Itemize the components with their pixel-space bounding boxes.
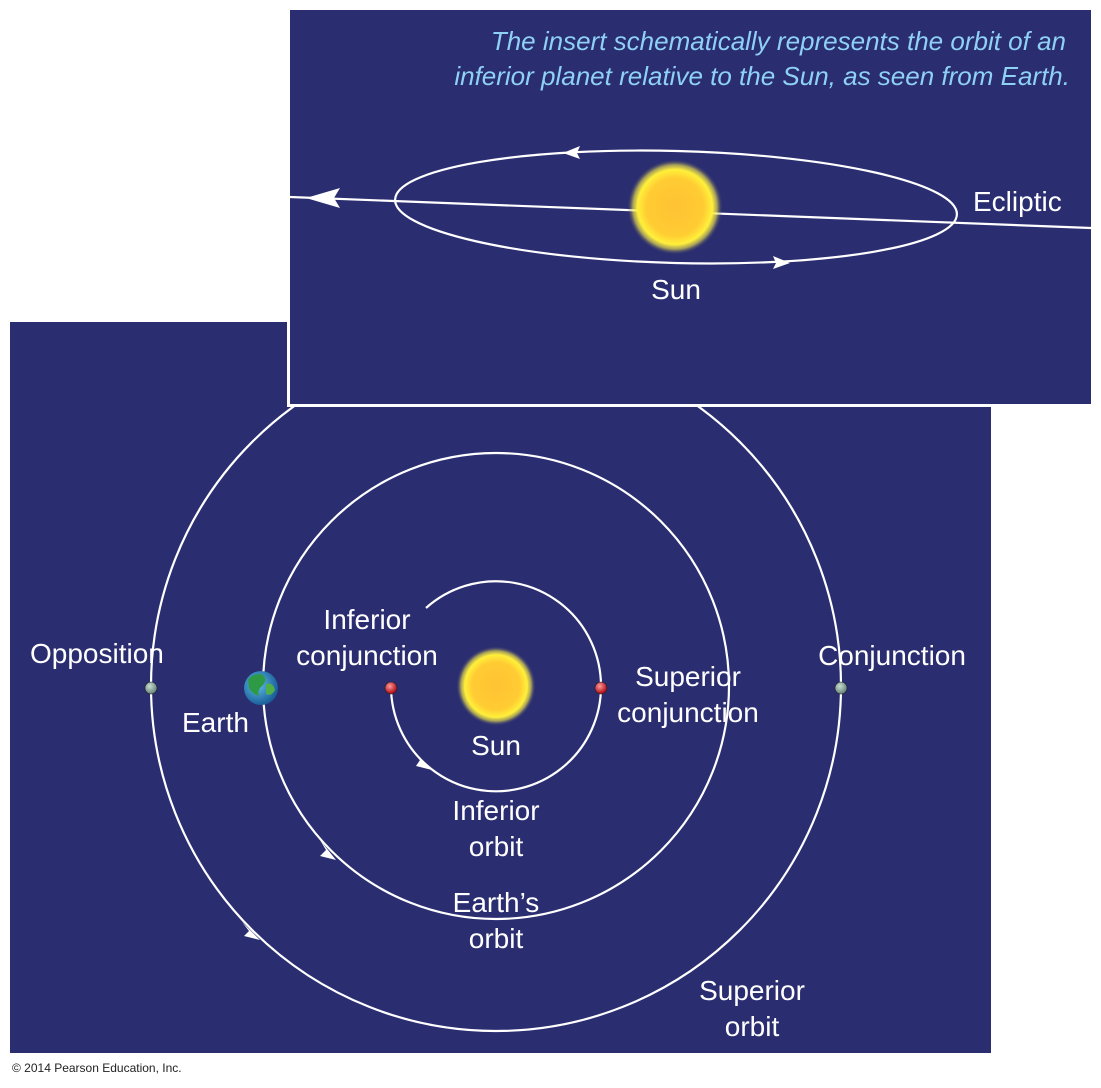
earth-icon — [244, 671, 278, 705]
inferior-conjunction-label: Inferior — [323, 604, 410, 635]
earths-orbit-arrow-icon — [320, 840, 336, 860]
superior-conjunction-planet-icon — [594, 681, 608, 695]
inset-panel: The insert schematically represents the … — [287, 8, 1093, 407]
inset-caption-line-2: inferior planet relative to the Sun, as … — [454, 61, 1070, 91]
inferior-orbit-arrow-icon — [414, 752, 432, 770]
ecliptic-arrow-icon — [306, 188, 340, 208]
opposition-planet-icon — [144, 681, 158, 695]
superior-orbit-label: Superior — [699, 975, 805, 1006]
superior-orbit-arrow-icon — [242, 922, 260, 940]
superior-conjunction-label: Superior — [635, 661, 741, 692]
inset-orbit-arrow-bottom-icon — [773, 256, 790, 269]
inset-orbit-arrow-top-icon — [563, 146, 580, 159]
ecliptic-label: Ecliptic — [973, 186, 1062, 217]
inset-sun-label: Sun — [651, 274, 701, 305]
earths-orbit-label: Earth’s — [453, 887, 540, 918]
inferior-conjunction-planet-icon — [384, 681, 398, 695]
superior-conjunction-label-2: conjunction — [617, 697, 759, 728]
opposition-label: Opposition — [30, 638, 164, 669]
conjunction-label: Conjunction — [818, 640, 966, 671]
inferior-conjunction-label-2: conjunction — [296, 640, 438, 671]
inferior-orbit-label: Inferior — [452, 795, 539, 826]
sun-icon — [456, 646, 536, 726]
conjunction-planet-icon — [834, 681, 848, 695]
copyright: © 2014 Pearson Education, Inc. — [12, 1061, 182, 1075]
inset-caption-line-1: The insert schematically represents the … — [491, 26, 1066, 56]
earths-orbit-label-2: orbit — [469, 923, 524, 954]
earth-label: Earth — [182, 707, 249, 738]
inferior-orbit-inset — [393, 149, 959, 265]
inferior-orbit-label-2: orbit — [469, 831, 524, 862]
main-panel: Opposition Earth Inferior conjunction Su… — [10, 322, 991, 1053]
sun-label: Sun — [471, 730, 521, 761]
superior-orbit-label-2: orbit — [725, 1011, 780, 1042]
inset-sun-icon — [627, 159, 723, 255]
